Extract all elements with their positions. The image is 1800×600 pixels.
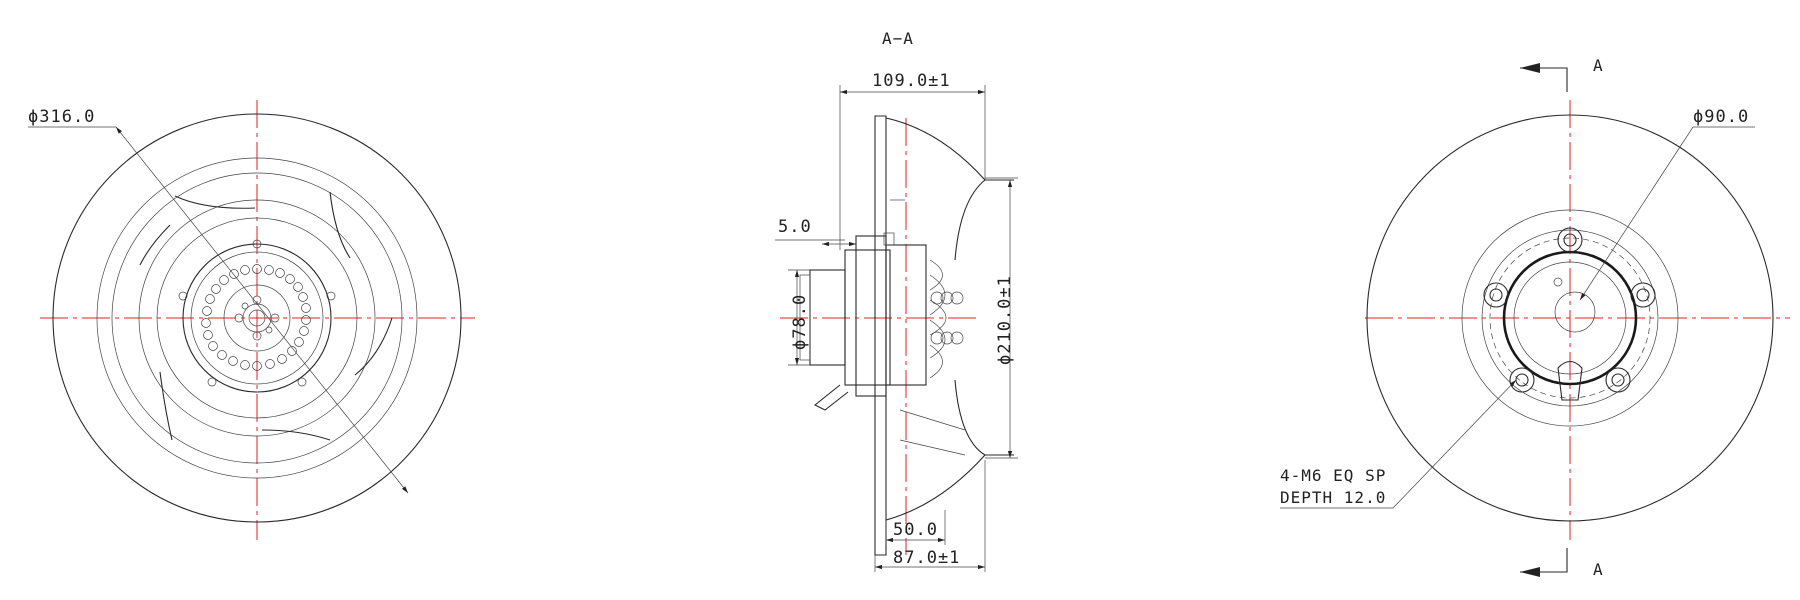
- thread-note-line1: 4-M6 EQ SP: [1280, 466, 1386, 485]
- section-backplate: [874, 115, 887, 556]
- rear-outer-ring: [1366, 114, 1774, 522]
- dim-width-label: 109.0±1: [872, 71, 951, 91]
- section-motor-flange: [855, 235, 887, 397]
- dim-offset-label: 5.0: [778, 217, 812, 237]
- section-blade-edge-2: [899, 409, 966, 431]
- section-marker-top: A: [1593, 56, 1604, 75]
- section-marker-top-arrow: [1520, 63, 1540, 73]
- section-marker-bottom-arrow: [1520, 567, 1540, 577]
- thread-note-leader: [1392, 379, 1517, 509]
- section-rotor: [885, 244, 927, 386]
- dim-overall-label: 87.0±1: [893, 548, 960, 568]
- dim-hub-label: ϕ78.0: [790, 294, 810, 350]
- bolt-circle-leader: [1579, 126, 1694, 301]
- section-shroud-bottom: [954, 379, 986, 456]
- section-marker-bottom: A: [1593, 560, 1604, 579]
- section-hub-shaft: [799, 274, 811, 361]
- section-winding: [929, 259, 964, 379]
- rear-ring-3: [1481, 229, 1659, 407]
- section-title: A−A: [882, 29, 914, 48]
- front-diameter-line: [115, 126, 409, 494]
- section-marker-top-line: [1520, 67, 1568, 92]
- front-diameter-label: ϕ316.0: [28, 107, 95, 127]
- rear-small-hole: [1553, 277, 1563, 287]
- section-marker-bottom-line: [1520, 548, 1568, 573]
- section-blade-edge-3: [899, 439, 966, 456]
- front-view: ϕ316.0: [28, 100, 475, 540]
- rear-cable-gland: [1557, 360, 1583, 401]
- front-blades: [139, 191, 393, 441]
- rear-view: A A ϕ90.0 4-M6 EQ SP DEPTH 12.0: [1280, 56, 1790, 579]
- rear-ring-2: [1461, 209, 1679, 427]
- rear-bolt-circle: [1489, 237, 1651, 399]
- section-blade-bottom: [885, 454, 1014, 521]
- section-view: A−A 109.0±1: [775, 29, 1018, 572]
- rear-motor-ring-inner: [1513, 261, 1627, 375]
- section-bracket: [883, 232, 895, 246]
- section-shroud-top: [954, 179, 986, 261]
- thread-note-line2: DEPTH 12.0: [1280, 488, 1386, 507]
- section-blade-top: [885, 117, 1014, 181]
- section-cable-gland: [813, 384, 849, 411]
- rear-label-plate: [1554, 291, 1596, 333]
- dim-inlet-label: ϕ210.0±1: [995, 275, 1015, 365]
- dim-depth-label: 50.0: [893, 520, 938, 540]
- bolt-circle-label: ϕ90.0: [1693, 107, 1749, 127]
- front-outer-ring: [52, 113, 462, 523]
